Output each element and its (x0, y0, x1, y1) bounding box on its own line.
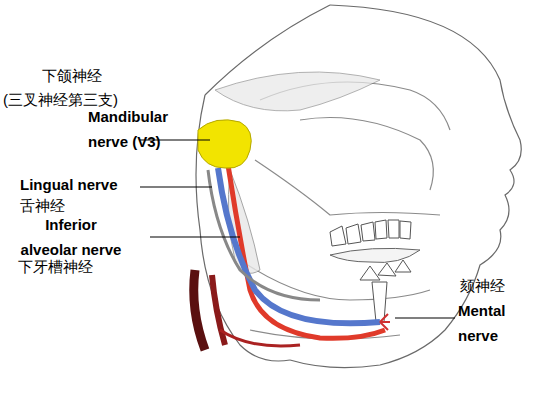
part-label: 颏神经 (460, 276, 530, 296)
part-label: Lingual nerve (20, 172, 160, 197)
lingual-nerve-drawing (208, 170, 320, 300)
teeth (330, 220, 411, 322)
part-label: 下颌神经 (42, 66, 162, 86)
leader-lines (140, 140, 455, 318)
part-label: (三叉神经第三支) (3, 90, 193, 110)
mouth (330, 248, 420, 262)
part-label: Mandibular nerve (V3) (88, 104, 188, 154)
head-outline (196, 5, 521, 368)
part-label: 下牙槽神经 (18, 257, 128, 277)
mental-nerve-branches (380, 314, 390, 330)
part-label: Mental nerve (458, 298, 518, 348)
artery (228, 165, 385, 338)
part-label: 舌神经 (20, 196, 100, 216)
part-label: Inferior alveolar nerve (18, 212, 124, 262)
mandibular-nerve-ganglion (198, 120, 251, 168)
